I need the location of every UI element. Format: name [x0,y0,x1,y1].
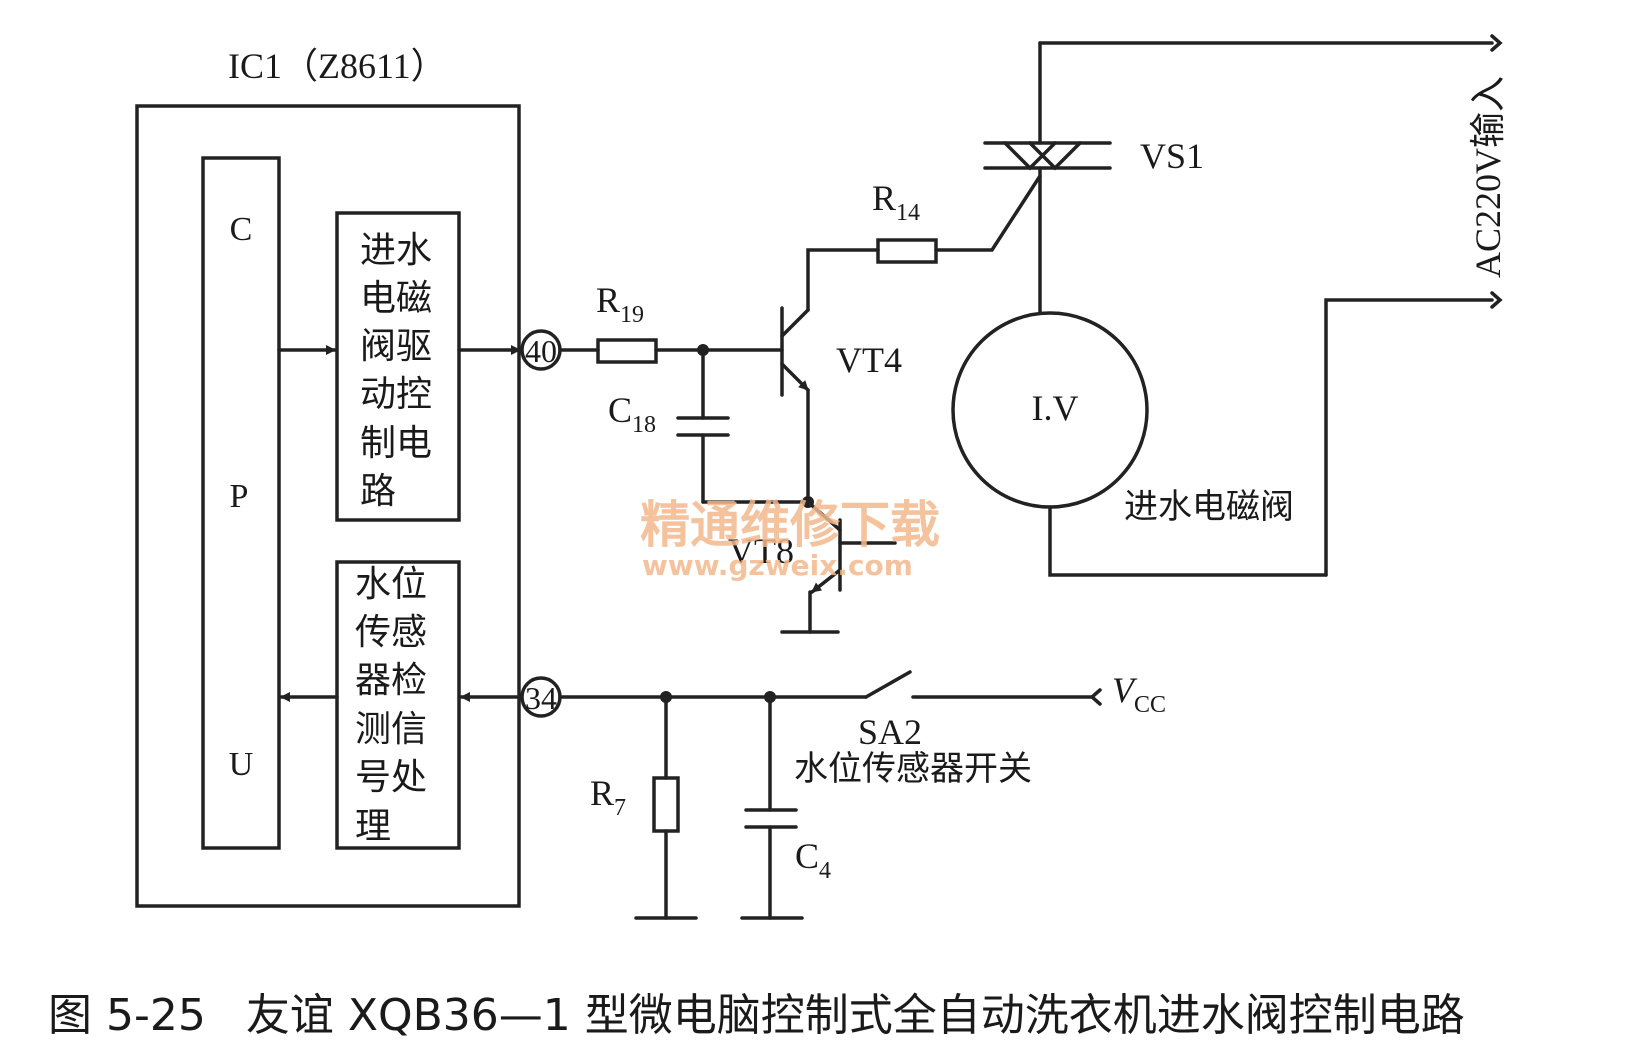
resistor-r14 [876,238,938,264]
r7-label: R7 [590,773,626,821]
pin-34-label: 34 [525,680,557,716]
ic1-title: IC1（Z8611） [228,46,447,86]
terminal-ac-top [1490,34,1503,52]
svg-text:传感: 传感 [355,612,427,653]
level-processor-text: 水位 传感 器检 测信 号处 理 [355,564,427,847]
ic1-box [135,104,521,908]
sa2-label: SA2 [858,712,922,752]
vt8-label: VT8 [728,531,794,571]
transistor-vt4-emitter [780,362,810,392]
svg-text:测信: 测信 [355,709,427,750]
resistor-r19 [596,338,658,364]
transistor-vt4-collector [780,308,810,338]
svg-text:器检: 器检 [355,660,427,701]
cpu-letter-c: C [230,211,253,248]
svg-text:路: 路 [360,471,396,512]
watermark-cn: 精通维修下载 [640,496,940,554]
terminal-ac-bottom [1490,291,1503,309]
transistor-vt8-emitter [810,568,842,594]
transistor-vt8-collector [806,500,842,532]
ac-input-label: AC220V输入 [1468,76,1508,278]
svg-text:制电: 制电 [360,423,432,464]
vs1-label: VS1 [1140,136,1204,176]
wire-valve-return [1048,505,1328,577]
iv-label: I.V [1032,388,1079,428]
switch-sa2-blade [864,670,912,699]
vcc-label: VCC [1112,670,1166,718]
valve-name-label: 进水电磁阀 [1124,487,1294,527]
cpu-letter-p: P [230,478,249,515]
svg-text:水位: 水位 [355,564,427,605]
wire-ac-bottom-rail [1324,298,1494,577]
svg-text:电磁: 电磁 [360,278,432,319]
triac-vs1-body [1003,141,1082,171]
wire-r14-vs1-gate [934,174,1042,252]
vt4-label: VT4 [836,340,902,380]
svg-text:进水: 进水 [360,230,432,271]
valve-driver-block [335,211,461,522]
cpu-block [201,156,281,850]
r19-label: R19 [596,280,644,328]
resistor-r7 [652,776,680,833]
svg-text:理: 理 [355,806,391,847]
svg-text:动控: 动控 [360,374,432,415]
svg-text:号处: 号处 [355,757,427,798]
sa2-desc-label: 水位传感器开关 [794,749,1032,789]
c4-label: C4 [795,836,831,884]
wire-vt4-collector-r14 [806,248,880,312]
cpu-letter-u: U [229,746,254,783]
valve-driver-text: 进水 电磁 阀驱 动控 制电 路 [360,230,432,512]
terminal-vcc [1089,688,1102,706]
r14-label: R14 [872,178,920,226]
watermark-url: www.gzweix.com [642,549,913,582]
c18-label: C18 [608,390,656,438]
pin-40-label: 40 [525,333,557,369]
level-processor-block [335,560,461,850]
svg-text:阀驱: 阀驱 [360,326,432,367]
